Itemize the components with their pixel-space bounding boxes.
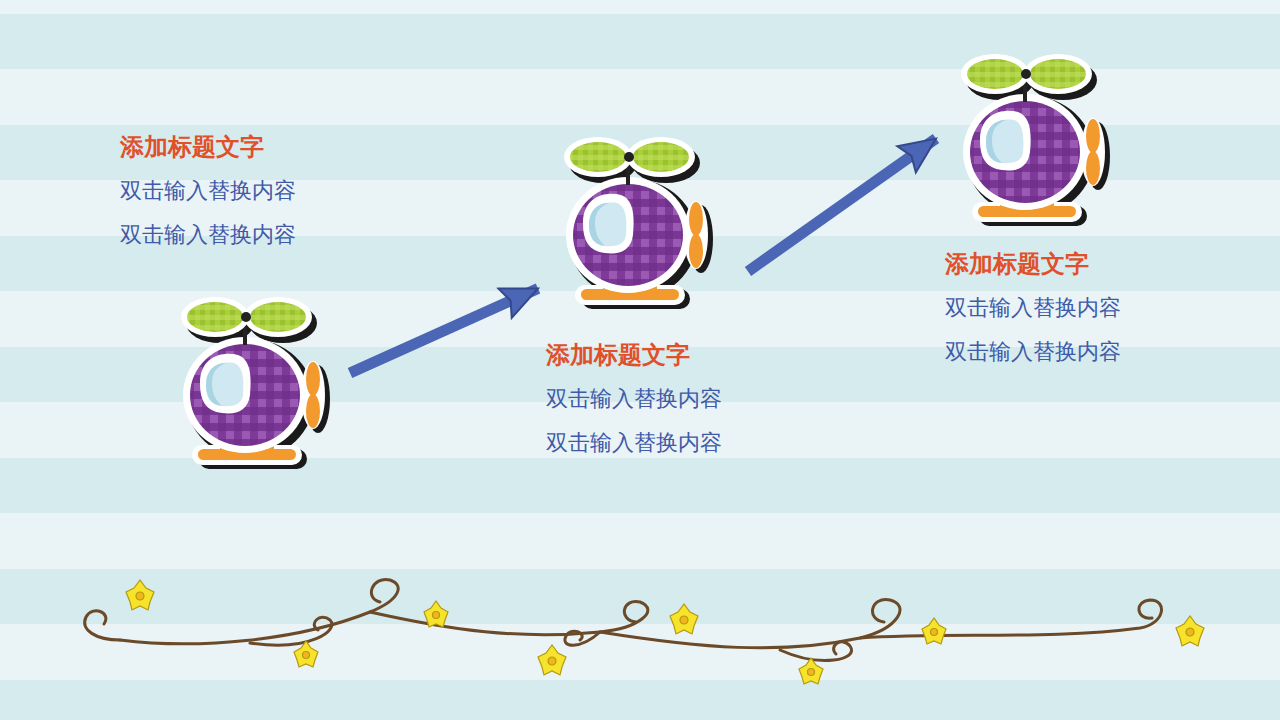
helicopter-step: 添加标题文字双击输入替换内容双击输入替换内容 — [936, 52, 1148, 385]
step-body: 双击输入替换内容 — [546, 428, 722, 458]
step-title: 添加标题文字 — [546, 340, 722, 370]
helicopter-icon — [170, 295, 330, 470]
text-group: 添加标题文字双击输入替换内容双击输入替换内容 — [546, 340, 722, 472]
step-title: 添加标题文字 — [945, 249, 1121, 279]
text-group: 添加标题文字双击输入替换内容双击输入替换内容 — [945, 249, 1121, 381]
step-title: 添加标题文字 — [120, 132, 296, 162]
step-body: 双击输入替换内容 — [120, 220, 296, 250]
sketch-arrow — [748, 139, 936, 272]
step-body: 双击输入替换内容 — [945, 293, 1121, 323]
helicopter-step: 添加标题文字双击输入替换内容双击输入替换内容 — [538, 135, 748, 476]
helicopter-icon — [553, 135, 713, 310]
sketch-arrow — [350, 288, 538, 373]
step-body: 双击输入替换内容 — [945, 337, 1121, 367]
step-body: 双击输入替换内容 — [546, 384, 722, 414]
vine-border — [85, 580, 1162, 661]
helicopter-icon — [950, 52, 1110, 227]
step-body: 双击输入替换内容 — [120, 176, 296, 206]
flowers — [126, 580, 1204, 684]
helicopter-step: 添加标题文字双击输入替换内容双击输入替换内容 — [110, 128, 350, 478]
text-group: 添加标题文字双击输入替换内容双击输入替换内容 — [120, 132, 296, 264]
